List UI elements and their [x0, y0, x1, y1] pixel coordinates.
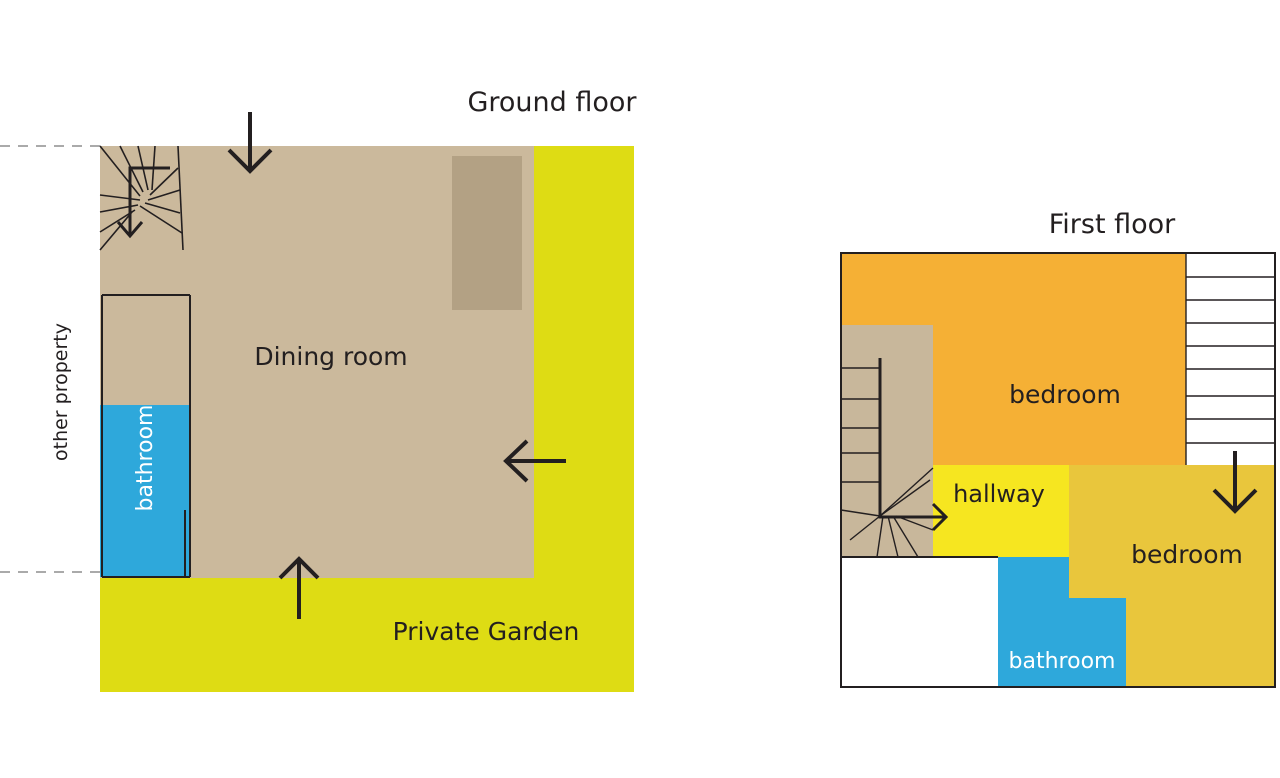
first-stairs-area: [841, 325, 933, 557]
table-block: [452, 156, 522, 310]
first-stairs: [840, 367, 934, 558]
arrow-down-icon: [227, 112, 273, 174]
ground-floor: Ground floor: [0, 87, 637, 692]
ground-bathroom-area: [100, 405, 190, 577]
dining-room-label: Dining room: [254, 342, 407, 371]
ground-bathroom-label: bathroom: [133, 405, 158, 512]
hallway-area: [933, 465, 1069, 557]
first-bathroom-area: [998, 557, 1126, 687]
first-floor-title: First floor: [1049, 209, 1176, 240]
bedroom-right-label: bedroom: [1131, 540, 1243, 569]
bathroom-outline: [101, 294, 191, 578]
first-stairs-direction-icon: [878, 358, 949, 532]
first-floor: First floor: [840, 209, 1276, 688]
garden-label: Private Garden: [393, 617, 580, 646]
first-bathroom-label: bathroom: [1009, 649, 1116, 674]
arrow-left-icon: [503, 439, 566, 483]
other-property-label: other property: [50, 323, 72, 461]
stairs-direction-icon: [116, 166, 170, 239]
first-floor-outline: [840, 252, 1276, 688]
hallway-label: hallway: [953, 480, 1045, 508]
bedroom-top-label: bedroom: [1009, 380, 1121, 409]
terrace-slats: [1185, 253, 1275, 465]
arrow-down-first-icon: [1212, 451, 1258, 514]
arrow-up-icon: [278, 556, 320, 619]
ground-floor-title: Ground floor: [467, 87, 637, 118]
